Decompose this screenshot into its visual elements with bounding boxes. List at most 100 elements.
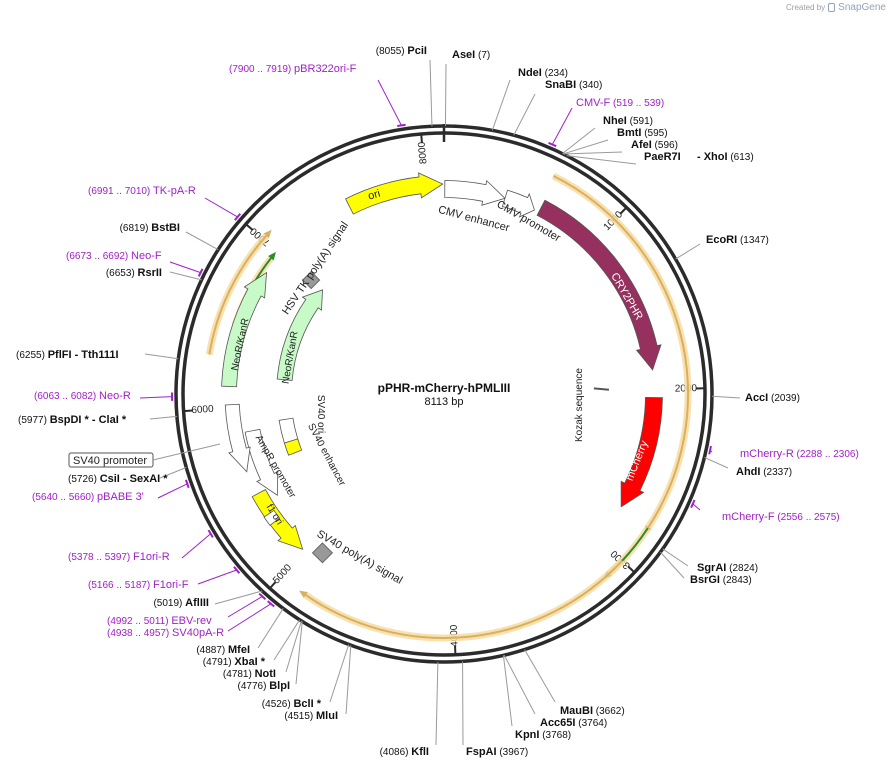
site-label: AccI (2039)	[745, 392, 800, 404]
primer-mark	[258, 592, 267, 600]
site-label: MauBI (3662)	[560, 705, 625, 717]
orf-lower-head	[299, 590, 308, 598]
tick-label: 6000	[191, 404, 214, 416]
site-label: (4515) MluI	[284, 710, 338, 722]
site-label: AhdI (2337)	[736, 466, 792, 478]
tick-mark	[245, 223, 254, 231]
tick-mark	[619, 206, 628, 215]
site-leader	[429, 59, 433, 127]
primer-label: (7900 .. 7919) pBR322ori-F	[229, 63, 357, 75]
site-label: (4887) MfeI	[196, 644, 250, 656]
site-label: (6653) RsrII	[106, 267, 162, 279]
tick-mark	[420, 133, 423, 144]
label-kozak: Kozak sequence	[574, 368, 585, 442]
primer-label: (5378 .. 5397) F1ori-R	[68, 551, 170, 563]
primer-label: (6673 .. 6692) Neo-F	[66, 250, 162, 262]
site-leader	[329, 644, 350, 703]
site-label: (5977) BspDI * - ClaI *	[18, 414, 127, 426]
site-label: (5726) CsiI - SexAI *	[68, 473, 168, 485]
primer-leader	[157, 483, 188, 499]
site-label: (4781) NotI	[223, 668, 276, 680]
site-leader	[149, 415, 177, 420]
site-label: (4776) BlpI	[238, 680, 290, 692]
leader-lines	[144, 59, 741, 746]
primer-leader	[692, 503, 701, 511]
feature-arrows	[221, 172, 663, 564]
primer-mark	[708, 445, 712, 455]
orf-left-head	[263, 229, 272, 239]
orf-lower	[304, 560, 623, 639]
primer-leader	[377, 79, 402, 126]
primer-labels: (7900 .. 7919) pBR322ori-F CMV-F (519 .. …	[32, 63, 859, 639]
small-white-box	[263, 509, 281, 526]
primer-mark	[690, 499, 696, 509]
orf-left	[208, 234, 268, 355]
primer-leader	[227, 603, 272, 632]
site-label: AfeI (596)	[631, 139, 678, 151]
site-label: SgrAI (2824)	[697, 562, 758, 574]
credit-prefix: Created by	[786, 3, 826, 12]
cmv-promoter-arrow	[501, 189, 535, 218]
sv40-enhancer-box	[278, 417, 299, 444]
site-label: (4791) XbaI *	[203, 656, 266, 668]
site-label: (6255) PflFI - Tth111I	[16, 349, 119, 361]
primer-leader	[204, 197, 238, 218]
label-ori: ori	[367, 188, 382, 203]
kozak-mark	[593, 387, 610, 391]
label-sv40-ori: SV40 ori	[315, 395, 326, 433]
primer-leader	[551, 107, 573, 145]
site-leader	[295, 621, 303, 685]
primer-label: (5166 .. 5187) F1ori-F	[88, 579, 189, 591]
site-leader	[159, 467, 187, 479]
site-label: - XhoI (613)	[697, 151, 754, 163]
ampr-promoter-arrow-inner	[244, 428, 279, 496]
orf-arcs	[205, 172, 692, 642]
tick-label: 8000	[416, 141, 429, 165]
site-leader	[675, 243, 701, 260]
brand-name: SnapGene	[838, 2, 886, 13]
site-leader	[524, 649, 556, 703]
hsv-tk-polya-box	[301, 270, 321, 290]
site-leader	[169, 271, 202, 281]
site-leader	[345, 645, 352, 715]
plasmid-length: 8113 bp	[425, 396, 464, 408]
sv40-polya-box	[311, 542, 334, 564]
ori-arrow	[345, 172, 444, 215]
primer-leader	[169, 261, 201, 274]
primer-label: mCherry-R (2288 .. 2306)	[740, 448, 859, 460]
site-label: BmtI (595)	[617, 127, 668, 139]
primer-label: CMV-F (519 .. 539)	[576, 97, 664, 109]
site-leader	[502, 655, 513, 727]
tick-mark	[269, 580, 277, 590]
primer-leader	[181, 533, 211, 559]
site-leader	[285, 620, 302, 673]
site-leader	[185, 231, 219, 251]
site-label: AseI (7)	[452, 49, 490, 61]
site-leader	[711, 395, 741, 399]
tick-mark	[627, 565, 636, 574]
primer-mark	[267, 600, 275, 608]
primer-mark	[184, 479, 190, 489]
site-label: (4086) KflI	[380, 746, 429, 758]
primer-leader	[139, 396, 173, 399]
site-leader	[214, 590, 263, 605]
sv40-promoter-callout: SV40 promoter	[68, 443, 221, 468]
cmv-enhancer-arrow	[444, 179, 506, 206]
primer-mark	[197, 268, 204, 277]
site-label: PaeR7I	[644, 151, 681, 163]
site-label: NdeI (234)	[518, 67, 568, 79]
site-leader	[503, 654, 536, 715]
primer-mark	[233, 566, 241, 574]
orf-main	[552, 174, 689, 529]
site-label: Acc65I (3764)	[540, 717, 607, 729]
site-label: SnaBI (340)	[545, 79, 602, 91]
site-label: KpnI (3768)	[515, 729, 571, 741]
site-leader	[562, 127, 596, 154]
site-label: BsrGI (2843)	[690, 574, 752, 586]
site-label: (5019) AflIII	[153, 597, 209, 609]
snapgene-logo-icon	[828, 3, 836, 12]
primer-leader	[227, 595, 263, 618]
